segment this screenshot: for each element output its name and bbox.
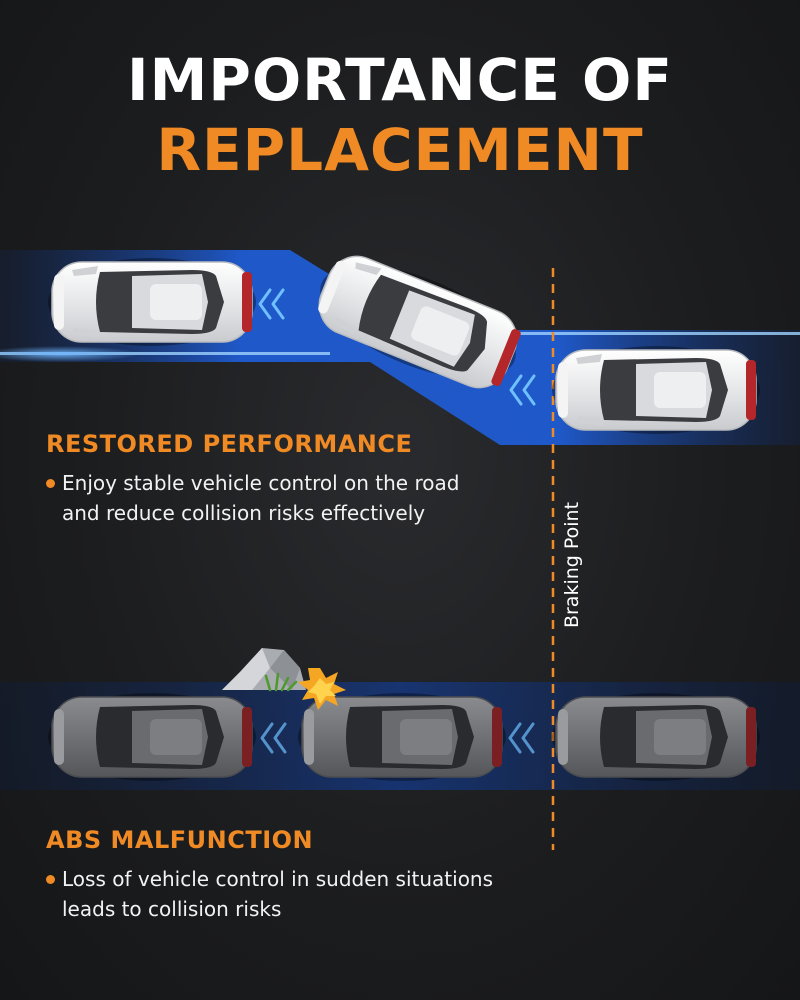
car-white-1 (47, 257, 257, 347)
car-gray-3 (551, 692, 761, 782)
car-gray-2 (297, 692, 507, 782)
restored-performance-text: Enjoy stable vehicle control on the road… (62, 471, 460, 525)
impact-burst-icon (298, 668, 346, 710)
grass-icon (264, 672, 298, 692)
car-white-3 (551, 345, 761, 435)
lane-glow-line (0, 352, 330, 355)
rock-icon (222, 648, 306, 690)
title-line-1: IMPORTANCE OF (127, 46, 673, 114)
bullet-dot-icon (46, 479, 55, 488)
abs-malfunction-heading: ABS MALFUNCTION (46, 826, 314, 854)
restored-performance-heading: RESTORED PERFORMANCE (46, 430, 413, 458)
title-line-2: REPLACEMENT (156, 116, 644, 184)
lane-glow (0, 346, 140, 362)
bullet-dot-icon (46, 875, 55, 884)
lane-glow-line-right (470, 332, 800, 335)
abs-malfunction-text: Loss of vehicle control in sudden situat… (62, 867, 494, 921)
braking-point-label: Braking Point (561, 501, 583, 629)
car-gray-1 (47, 692, 257, 782)
